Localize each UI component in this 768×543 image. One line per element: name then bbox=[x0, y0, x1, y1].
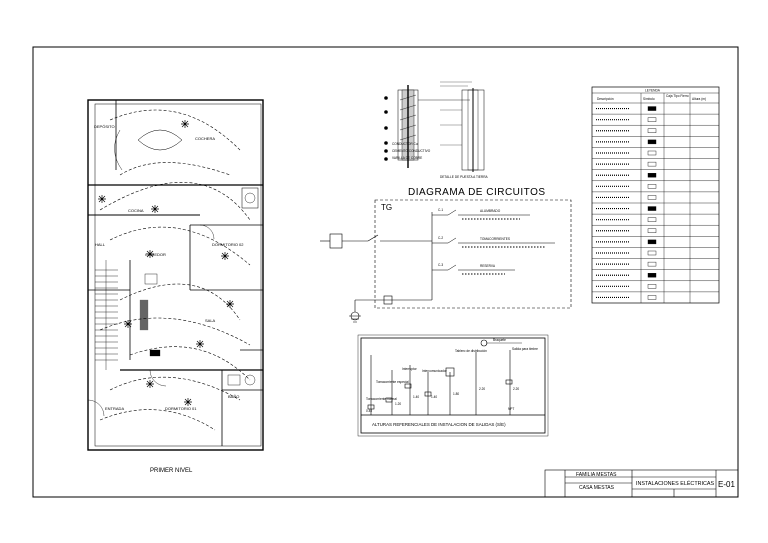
room-label-sala: SALA bbox=[205, 318, 216, 323]
legend-header-cell: Descripción bbox=[597, 97, 614, 101]
room-label-bano: BAÑO bbox=[228, 394, 239, 399]
height-item-label: Braquete bbox=[493, 338, 506, 342]
project-name: CASA MESTAS bbox=[579, 485, 615, 491]
height-item-label: Salida para timbre bbox=[512, 347, 538, 351]
grounding-note: CONDUCTOR Cu bbox=[392, 142, 418, 146]
room-label-hall: HALL bbox=[95, 242, 106, 247]
title-block-text: FAMILIA MESTAS CASA MESTAS INSTALACIONES… bbox=[576, 472, 735, 491]
height-item-label: Intercomunicador bbox=[422, 369, 448, 373]
room-label-dormitorio2: DORMITORIO 02 bbox=[212, 242, 244, 247]
circuit-diagram-title: DIAGRAMA DE CIRCUITOS bbox=[408, 187, 546, 198]
legend-rows bbox=[592, 106, 719, 300]
height-item-label: Tomacorriente normal bbox=[366, 397, 397, 401]
legend-symbol-icon bbox=[647, 239, 657, 245]
circuit-desc: TOMACORRIENTES bbox=[480, 237, 510, 241]
legend-symbol-icon bbox=[647, 195, 657, 200]
legend-symbol-icon bbox=[647, 173, 657, 178]
legend-symbol-icon bbox=[647, 128, 657, 133]
grounding-note: CEMENTO CONDUCTIVO bbox=[392, 149, 431, 153]
legend-symbol-icon bbox=[647, 295, 657, 300]
legend-symbol-icon bbox=[647, 206, 657, 211]
legend-symbol-icon bbox=[647, 284, 657, 289]
heights-caption: ALTURAS REFERENCIALES DE INSTALACION DE … bbox=[372, 422, 506, 427]
legend-table bbox=[591, 86, 720, 304]
circuit-diagram bbox=[320, 199, 572, 323]
owner-name: FAMILIA MESTAS bbox=[576, 472, 617, 478]
circuit-id: C-1 bbox=[438, 208, 443, 212]
legend-header-cell: Caja Tipo Fierro bbox=[666, 94, 689, 98]
height-value: 1.80 bbox=[453, 392, 459, 396]
height-item-label: Interruptor bbox=[402, 367, 418, 371]
height-value: 1.40 bbox=[431, 395, 437, 399]
room-label-deposito: DEPÓSITO bbox=[94, 124, 115, 129]
legend-symbol-icon bbox=[647, 228, 657, 233]
sheet-number: E-01 bbox=[718, 480, 735, 489]
legend-symbol-icon bbox=[647, 106, 657, 111]
height-value: 0.40 bbox=[366, 409, 372, 413]
legend-header: LEYENDA Descripción Símbolo Caja Tipo Fi… bbox=[597, 89, 706, 102]
sheet-title: INSTALACIONES ELÉCTRICAS bbox=[636, 480, 714, 487]
legend-symbol-icon bbox=[647, 117, 657, 122]
height-value: 2.20 bbox=[513, 387, 519, 391]
room-label-entrada: ENTRADA bbox=[105, 406, 124, 411]
height-item-label: Tomacorriente especial bbox=[376, 380, 409, 384]
legend-symbol-icon bbox=[647, 273, 657, 278]
sheet-border bbox=[32, 46, 739, 498]
circuit-desc: RESERVA bbox=[480, 264, 496, 268]
title-block bbox=[544, 469, 739, 498]
circuit-id: C-3 bbox=[438, 263, 443, 267]
legend-symbol-icon bbox=[647, 161, 657, 167]
plan-title: PRIMER NIVEL bbox=[150, 468, 193, 474]
npt-label: NPT bbox=[508, 407, 514, 411]
height-value: 1.40 bbox=[413, 395, 419, 399]
heights-labels: Tomacorriente normal Tomacorriente espec… bbox=[366, 338, 538, 413]
legend-symbol-icon bbox=[647, 184, 657, 189]
room-label-cocina: COCINA bbox=[128, 208, 144, 213]
circuit-id: C-2 bbox=[438, 236, 443, 240]
plan-room-labels: COCHERA DEPÓSITO COCINA COMEDOR DORMITOR… bbox=[94, 124, 244, 411]
legend-title: LEYENDA bbox=[645, 89, 661, 93]
floor-plan bbox=[87, 99, 264, 451]
room-label-dormitorio1: DORMITORIO 01 bbox=[165, 406, 197, 411]
outlet-heights-diagram bbox=[357, 334, 549, 437]
height-value: 2.20 bbox=[479, 387, 485, 391]
room-label-cochera: COCHERA bbox=[195, 136, 215, 141]
grounding-detail-caption: DETALLE DE PUESTA A TIERRA bbox=[440, 175, 489, 179]
height-item-label: Tablero de distribución bbox=[455, 349, 487, 353]
grounding-note: VARILLA DE COBRE bbox=[392, 156, 422, 160]
legend-symbol-icon bbox=[647, 217, 657, 222]
legend-symbol-icon bbox=[647, 150, 657, 156]
height-value: 1.20 bbox=[395, 402, 401, 406]
room-label-comedor: COMEDOR bbox=[145, 252, 166, 257]
grounding-notes: CONDUCTOR Cu CEMENTO CONDUCTIVO VARILLA … bbox=[392, 142, 431, 160]
legend-header-cell: Símbolo bbox=[643, 97, 655, 101]
board-label: TG bbox=[381, 203, 392, 212]
legend-header-cell: Altura (m) bbox=[692, 97, 706, 101]
legend-symbol-icon bbox=[647, 261, 657, 267]
circuit-desc: ALUMBRADO bbox=[480, 209, 501, 213]
circuit-labels: TG C-1 ALUMBRADO C-2 TOMACORRIENTES C-3 … bbox=[381, 203, 510, 268]
legend-symbol-icon bbox=[647, 139, 657, 145]
legend-symbol-icon bbox=[647, 250, 657, 256]
grounding-detail bbox=[384, 81, 485, 172]
